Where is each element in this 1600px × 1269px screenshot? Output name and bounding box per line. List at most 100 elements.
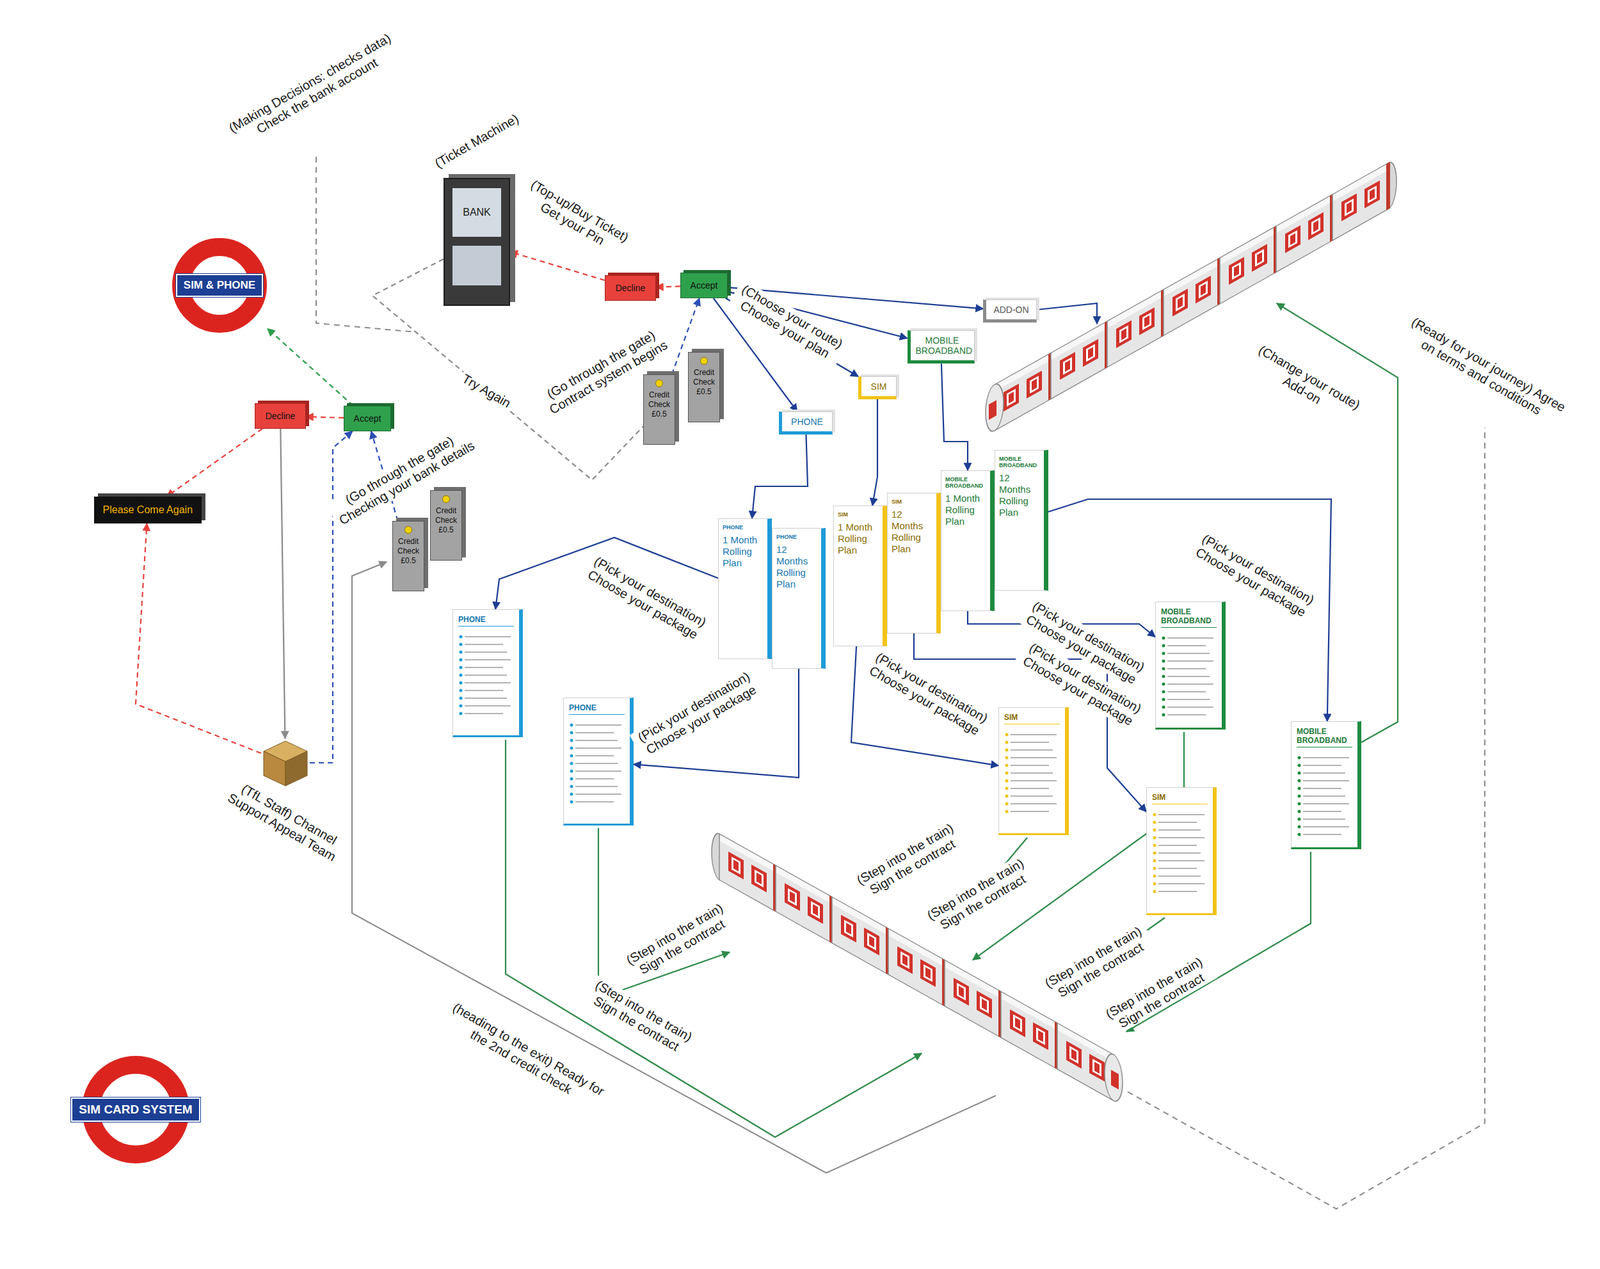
roundel-band: SIM & PHONE (176, 273, 264, 297)
list-bullet (1162, 690, 1166, 694)
train-car (1050, 320, 1109, 400)
list-line (1010, 795, 1053, 797)
staff-box-icon (261, 738, 310, 788)
decision-line (316, 156, 416, 333)
connector (135, 523, 262, 754)
list-bullet (459, 696, 463, 701)
list-line (464, 697, 507, 699)
list-bullet (1153, 867, 1157, 871)
list-bullet (1297, 794, 1302, 799)
list-bullet (1162, 652, 1166, 656)
plan-board: SIM12 Months Rolling Plan (887, 492, 941, 634)
indicator-light (700, 357, 708, 365)
journey-line (1127, 427, 1485, 1209)
list-line (1010, 787, 1049, 790)
route-sign: SIM (858, 376, 897, 400)
list-bullet (1162, 659, 1166, 664)
plan-heading: MOBILE BROADBAND (999, 455, 1040, 469)
credit-check-gate: Credit Check £0.5 (643, 374, 676, 445)
plan-name: 12 Months Rolling Plan (891, 508, 933, 555)
decision-box: Accept (680, 272, 728, 299)
train-car (719, 833, 777, 912)
package-board: SIM (998, 707, 1069, 836)
add-on-line (1036, 303, 1097, 324)
list-line (575, 785, 618, 788)
train-car (1276, 193, 1334, 273)
list-line (1010, 810, 1049, 813)
route-sign-text: SIM (866, 381, 891, 392)
list-bullet (1153, 828, 1157, 832)
list-line (464, 712, 504, 715)
decision-label: Decline (615, 282, 646, 294)
package-list (1152, 809, 1209, 900)
boarding-lines (505, 303, 1398, 1138)
list-line (1158, 844, 1197, 847)
list-bullet (1162, 682, 1166, 687)
list-bullet (1005, 810, 1009, 814)
list-line (1167, 668, 1206, 670)
list-line (1158, 829, 1201, 831)
decision-label: Accept (353, 413, 382, 424)
list-line (1167, 637, 1214, 639)
plan-heading: MOBILE BROADBAND (945, 476, 987, 489)
list-bullet (1153, 890, 1157, 894)
list-line (1167, 698, 1210, 701)
list-bullet (1153, 844, 1157, 848)
package-board: MOBILE BROADBAND (1155, 601, 1226, 730)
list-line (1158, 852, 1201, 854)
train-cab-door (1111, 1070, 1119, 1090)
list-bullet (1162, 644, 1166, 648)
list-bullet (1297, 810, 1302, 814)
list-line (575, 793, 622, 795)
connector (510, 252, 605, 281)
list-bullet (1153, 836, 1157, 840)
indicator-light (404, 526, 413, 534)
list-line (575, 778, 614, 780)
list-line (464, 651, 507, 653)
connector (656, 286, 681, 287)
route-label: (Step into the train) Sign the contract (618, 897, 739, 985)
list-bullet (1153, 859, 1157, 863)
ticket-machine: (Ticket Machine)BANK (443, 177, 511, 306)
list-bullet (1153, 813, 1157, 817)
list-bullet (1005, 733, 1009, 737)
list-bullet (570, 746, 574, 751)
list-bullet (570, 723, 574, 728)
list-bullet (459, 673, 463, 678)
route-sign-text: ADD-ON (991, 304, 1032, 315)
route-label: (Making Decisions: checks data) Check th… (222, 27, 406, 152)
plan-heading: PHONE (776, 533, 818, 541)
display-sign: Please Come Again (94, 496, 203, 524)
train-car (994, 352, 1053, 431)
connector (309, 431, 353, 763)
list-line (1010, 749, 1053, 751)
connector (851, 646, 999, 766)
list-bullet (459, 635, 463, 639)
list-line (1303, 772, 1346, 774)
list-bullet (1005, 779, 1009, 783)
plan-heading: PHONE (722, 524, 764, 531)
route-label: (Step into the train) Sign the contract (849, 817, 969, 905)
list-line (575, 770, 622, 772)
list-bullet (1162, 698, 1166, 702)
list-bullet (1005, 756, 1009, 760)
list-bullet (459, 650, 463, 655)
list-line (575, 732, 614, 734)
route-label: (Ready for your journey) Agree on terms … (1397, 311, 1572, 431)
route-sign-text: PHONE (787, 416, 827, 427)
list-bullet (1153, 821, 1157, 825)
list-bullet (459, 681, 463, 685)
list-line (464, 705, 511, 707)
plan-board: PHONE 12 Months Rolling Plan (771, 528, 826, 669)
list-bullet (459, 658, 463, 662)
connector (941, 363, 968, 471)
list-line (464, 643, 504, 646)
list-bullet (570, 785, 574, 789)
route-label: (Change your route) Add-on (1244, 339, 1367, 429)
plan-heading: SIM (837, 511, 879, 518)
route-label: (Pick your destination) Choose your pack… (629, 665, 767, 763)
plan-name: 12 Months Rolling Plan (776, 544, 818, 591)
route-label: (Pick your destination) Choose your pack… (578, 550, 715, 648)
list-line (1303, 795, 1346, 797)
train-car (944, 960, 1003, 1039)
